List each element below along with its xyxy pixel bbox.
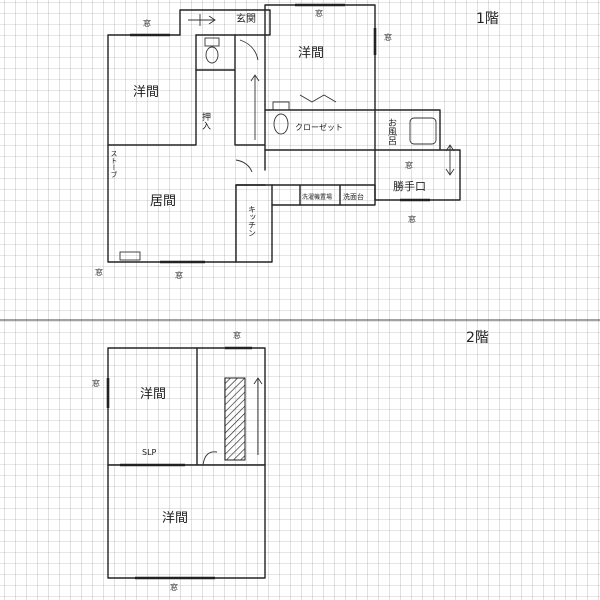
room-label-youma-upper: 洋間	[140, 387, 166, 402]
first-floor: 1階 洋間 洋間 玄関 押入 クローゼット お風呂 勝手口 居間 キッチン スト…	[95, 3, 499, 280]
window-label: 窓	[233, 330, 241, 340]
room-label-sentakuki: 洗濯機置場	[302, 193, 332, 201]
window-label: 窓	[95, 267, 103, 277]
window-label: 窓	[315, 8, 323, 18]
room-label-slp: SLP	[142, 448, 157, 457]
room-label-katteguchi: 勝手口	[393, 179, 426, 193]
room-label-genkan: 玄関	[236, 12, 256, 25]
floor-label-first: 1階	[476, 11, 499, 27]
room-label-oshiire: 押入	[200, 111, 211, 130]
room-label-closet: クローゼット	[295, 122, 343, 132]
window-label: 窓	[175, 270, 183, 280]
room-label-senmendai: 洗面台	[343, 192, 364, 201]
window-label: 窓	[408, 214, 416, 224]
window-label: 窓	[384, 32, 392, 42]
second-floor: 2階 洋間 洋間 SLP 窓 窓 窓	[92, 330, 489, 592]
room-label-kyoma: 居間	[150, 194, 176, 209]
window-label: 窓	[92, 378, 100, 388]
window-label: 窓	[170, 582, 178, 592]
floor-label-second: 2階	[466, 330, 489, 346]
room-label-youma-right: 洋間	[298, 46, 324, 61]
window-label: 窓	[143, 18, 151, 28]
room-label-stove: ストーブ	[110, 150, 118, 178]
room-label-kitchen: キッチン	[248, 205, 257, 237]
window-label: 窓	[405, 160, 413, 170]
room-label-youma-left: 洋間	[133, 85, 159, 100]
room-label-ofuro: お風呂	[386, 118, 397, 146]
room-label-youma-lower: 洋間	[162, 511, 188, 526]
